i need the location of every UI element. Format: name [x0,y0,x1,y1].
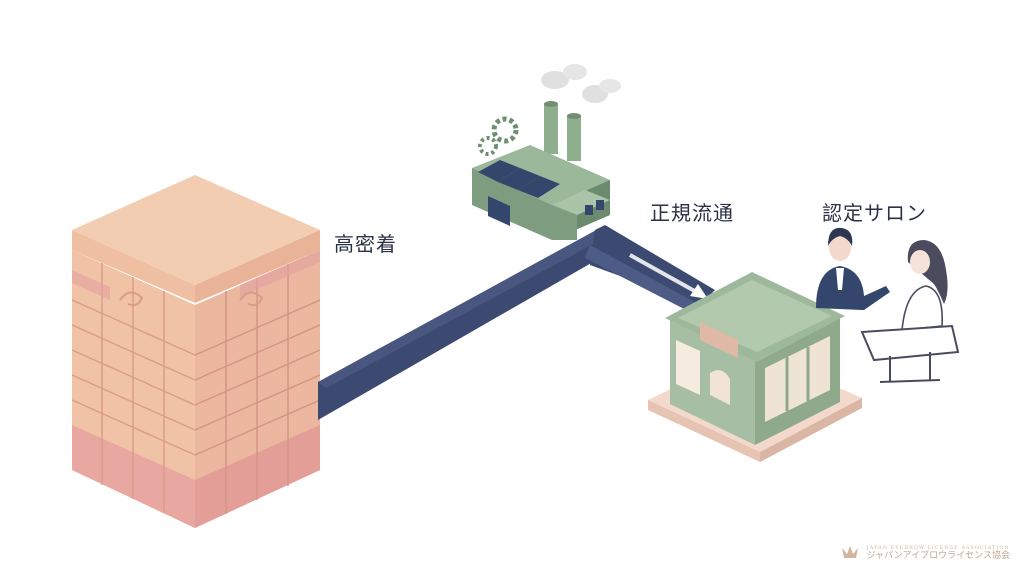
label-distribution: 正規流通 [650,201,734,225]
association-logo: JAPAN EYEBROW LICENSE ASSOCIATION ジャパンアイ… [839,544,1010,564]
skin-layer-block [71,175,321,528]
salon-shop [648,272,862,462]
label-adhesion: 高密着 [334,232,397,256]
arrow-icon [629,253,708,299]
pipe-factory-to-shop [585,225,715,312]
staff-person-icon [816,227,890,310]
crown-logo-icon [841,546,858,558]
client-person-icon [860,240,960,383]
association-name-jp: ジャパンアイブロウライセンス協会 [866,550,1010,561]
association-name-en: JAPAN EYEBROW LICENSE ASSOCIATION [866,545,1010,552]
label-certified-salon: 認定サロン [822,201,927,225]
factory [472,64,621,240]
pipe-skin-to-factory [318,228,610,420]
